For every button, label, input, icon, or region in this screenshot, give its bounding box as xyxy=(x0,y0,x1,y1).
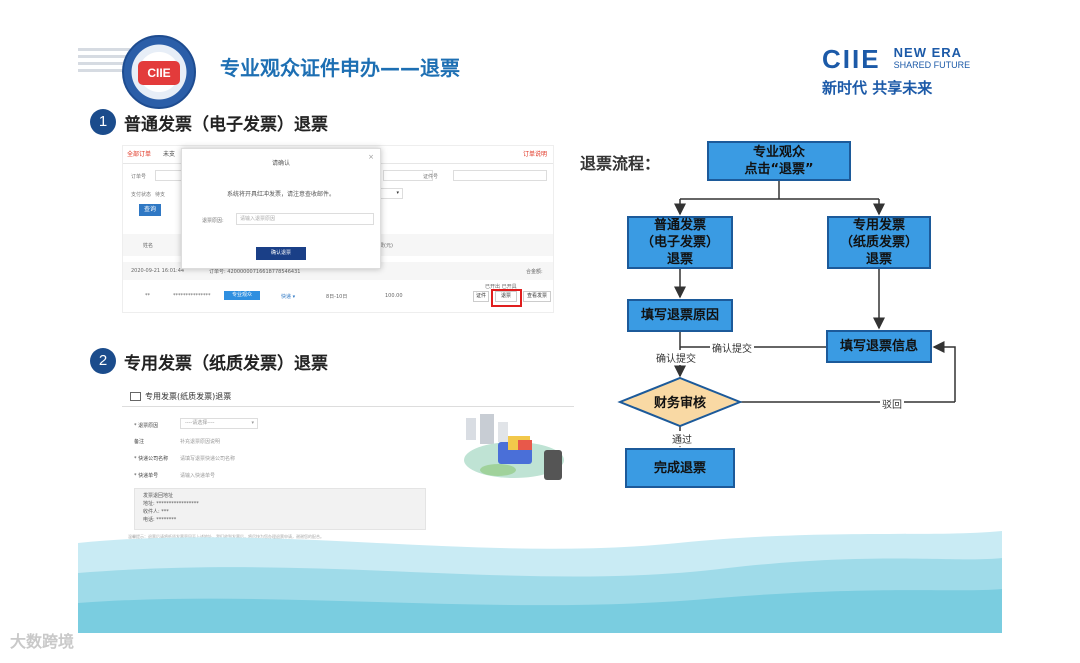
order-date: 2020-09-21 16:01:44 xyxy=(131,268,185,274)
filter-input-2[interactable] xyxy=(383,170,433,181)
paper-form-title-text: 专用发票(纸质发票)退票 xyxy=(145,392,232,401)
tab-all-orders[interactable]: 全部订单 xyxy=(127,151,152,158)
flow-normal-line1: 普通发票 xyxy=(653,218,706,233)
brand-shared-future: SHARED FUTURE xyxy=(893,60,971,70)
row-ticket[interactable]: 快递 ▾ xyxy=(281,294,296,300)
order-no-label: 订单号 xyxy=(131,174,147,180)
section-2-title: 专用发票（纸质发票）退票 xyxy=(124,353,328,374)
brand-new-era-text: NEW ERA xyxy=(893,45,963,60)
row-code: *************** xyxy=(173,293,211,299)
row-status: 已开出 已开具 xyxy=(485,284,517,290)
flow-normal-line2: （电子发票） xyxy=(640,235,719,250)
pay-status-label: 支付状态 xyxy=(131,192,152,198)
view-invoice-button[interactable]: 查看发票 xyxy=(523,291,551,302)
section-1-number: 1 xyxy=(90,109,116,135)
section-2-heading: 2 专用发票（纸质发票）退票 xyxy=(90,348,328,374)
courier-label: * 快递公司名称 xyxy=(134,456,169,462)
address-title: 发票退回地址 xyxy=(143,493,174,499)
row-dates: 8日-10日 xyxy=(326,294,348,300)
query-button[interactable]: 查询 xyxy=(139,204,161,216)
bottom-wave xyxy=(78,531,1002,633)
cert-no-label: 证件号 xyxy=(423,174,439,180)
reissue-button[interactable]: 证件 xyxy=(473,291,489,302)
flow-normal-invoice: 普通发票 （电子发票） 退票 xyxy=(627,216,733,269)
flow-start-line1: 专业观众 xyxy=(752,145,805,160)
row-name: ** xyxy=(145,293,150,299)
flow-start-line2: 点击“退票” xyxy=(744,162,814,177)
screenshot-electronic-invoice: 全部订单 未支 订单说明 订单号 证件号 支付状态 待支 ▾ 查询 姓名 注册费… xyxy=(122,145,554,313)
order-number: 订单号: 42000000716618778546431 xyxy=(209,269,301,275)
col-name: 姓名 xyxy=(143,243,154,249)
flow-special-invoice: 专用发票 （纸质发票） 退票 xyxy=(827,216,931,269)
invoice-illustration xyxy=(464,414,564,480)
edge-confirm-left: 确认提交 xyxy=(654,350,698,365)
reason-label: * 退票原因 xyxy=(134,423,159,429)
close-icon[interactable]: × xyxy=(368,153,374,161)
pay-status-value[interactable]: 待支 xyxy=(155,192,166,198)
edge-confirm-right: 确认提交 xyxy=(710,340,754,355)
reason-select-value: ----请选择---- xyxy=(185,420,215,426)
form-icon xyxy=(130,392,141,401)
row-amount: 100.00 xyxy=(385,293,403,299)
section-1-heading: 1 普通发票（电子发票）退票 xyxy=(90,109,328,135)
brand-ciie: CIIE xyxy=(822,44,881,74)
confirm-modal: 请确认 × 系统将开具红冲发票，请注意查收邮件。 退票原因: 请输入退票原因 确… xyxy=(181,148,381,269)
divider xyxy=(122,406,574,407)
chevron-down-icon: ▾ xyxy=(251,420,254,426)
brand-slogan: 新时代 共享未来 xyxy=(822,79,933,97)
remark-input[interactable]: 补充退票原因说明 xyxy=(180,439,221,445)
flow-special-line1: 专用发票 xyxy=(852,218,905,233)
finance-diamond xyxy=(617,376,743,428)
modal-title: 请确认 xyxy=(271,160,290,167)
page-title: 专业观众证件申办——退票 xyxy=(220,56,460,80)
contact-line: 收件人: *** xyxy=(143,509,169,515)
flow-fill-info: 填写退票信息 xyxy=(826,330,932,363)
refund-reason-label: 退票原因: xyxy=(202,218,224,224)
flow-finance-text: 财务审核 xyxy=(653,396,706,411)
tracking-input[interactable]: 请输入快递单号 xyxy=(180,473,216,479)
edge-pass: 通过 xyxy=(670,431,694,446)
flow-normal-line3: 退票 xyxy=(666,252,693,267)
flow-start: 专业观众点击“退票” xyxy=(707,141,851,181)
courier-input[interactable]: 请填写退票快递公司名称 xyxy=(180,456,236,462)
cert-no-input[interactable] xyxy=(453,170,547,181)
refund-note: 温馨提示：退票后请将纸质发票寄回至上述地址，我们收到发票后，将尽快为您办理退票申… xyxy=(128,534,324,539)
order-help-link[interactable]: 订单说明 xyxy=(522,151,547,158)
phone-line: 电话: ******** xyxy=(143,517,177,523)
refund-button[interactable]: 退票 xyxy=(495,291,517,302)
brand-new-era: NEW ERA SHARED FUTURE xyxy=(894,45,971,70)
refund-highlight xyxy=(491,289,522,307)
refund-reason-input[interactable]: 请输入退票原因 xyxy=(236,213,374,225)
flow-fill-reason: 填写退票原因 xyxy=(627,299,733,332)
modal-message: 系统将开具红冲发票，请注意查收邮件。 xyxy=(226,191,335,198)
confirm-refund-button[interactable]: 确认退票 xyxy=(256,247,306,260)
flow-special-line3: 退票 xyxy=(865,252,892,267)
watermark: 大数跨境 xyxy=(10,632,75,651)
tracking-label: * 快递单号 xyxy=(134,473,159,479)
logo-text: CIIE xyxy=(138,61,180,85)
section-2-number: 2 xyxy=(90,348,116,374)
remark-label: 备注 xyxy=(134,439,145,445)
brand-block: CIIE NEW ERA SHARED FUTURE 新时代 共享未来 xyxy=(822,44,970,98)
row-tag: 专业观众 xyxy=(224,291,260,300)
flow-done: 完成退票 xyxy=(625,448,735,488)
order-total: 合金额: xyxy=(526,269,543,275)
section-1-title: 普通发票（电子发票）退票 xyxy=(124,114,328,135)
address-line: 地址: ***************** xyxy=(143,501,199,507)
return-address-box: 发票退回地址 地址: ***************** 收件人: *** 电话… xyxy=(134,488,426,530)
tab-unpaid[interactable]: 未支 xyxy=(162,151,175,158)
header-decor-lines xyxy=(78,48,130,76)
flow-label: 退票流程： xyxy=(580,154,661,173)
paper-form-title: 专用发票(纸质发票)退票 xyxy=(130,391,231,402)
flow-special-line2: （纸质发票） xyxy=(839,235,918,250)
reason-select[interactable]: ----请选择---- ▾ xyxy=(180,418,258,429)
ciie-logo: CIIE xyxy=(122,35,196,109)
edge-reject: 驳回 xyxy=(880,396,904,411)
